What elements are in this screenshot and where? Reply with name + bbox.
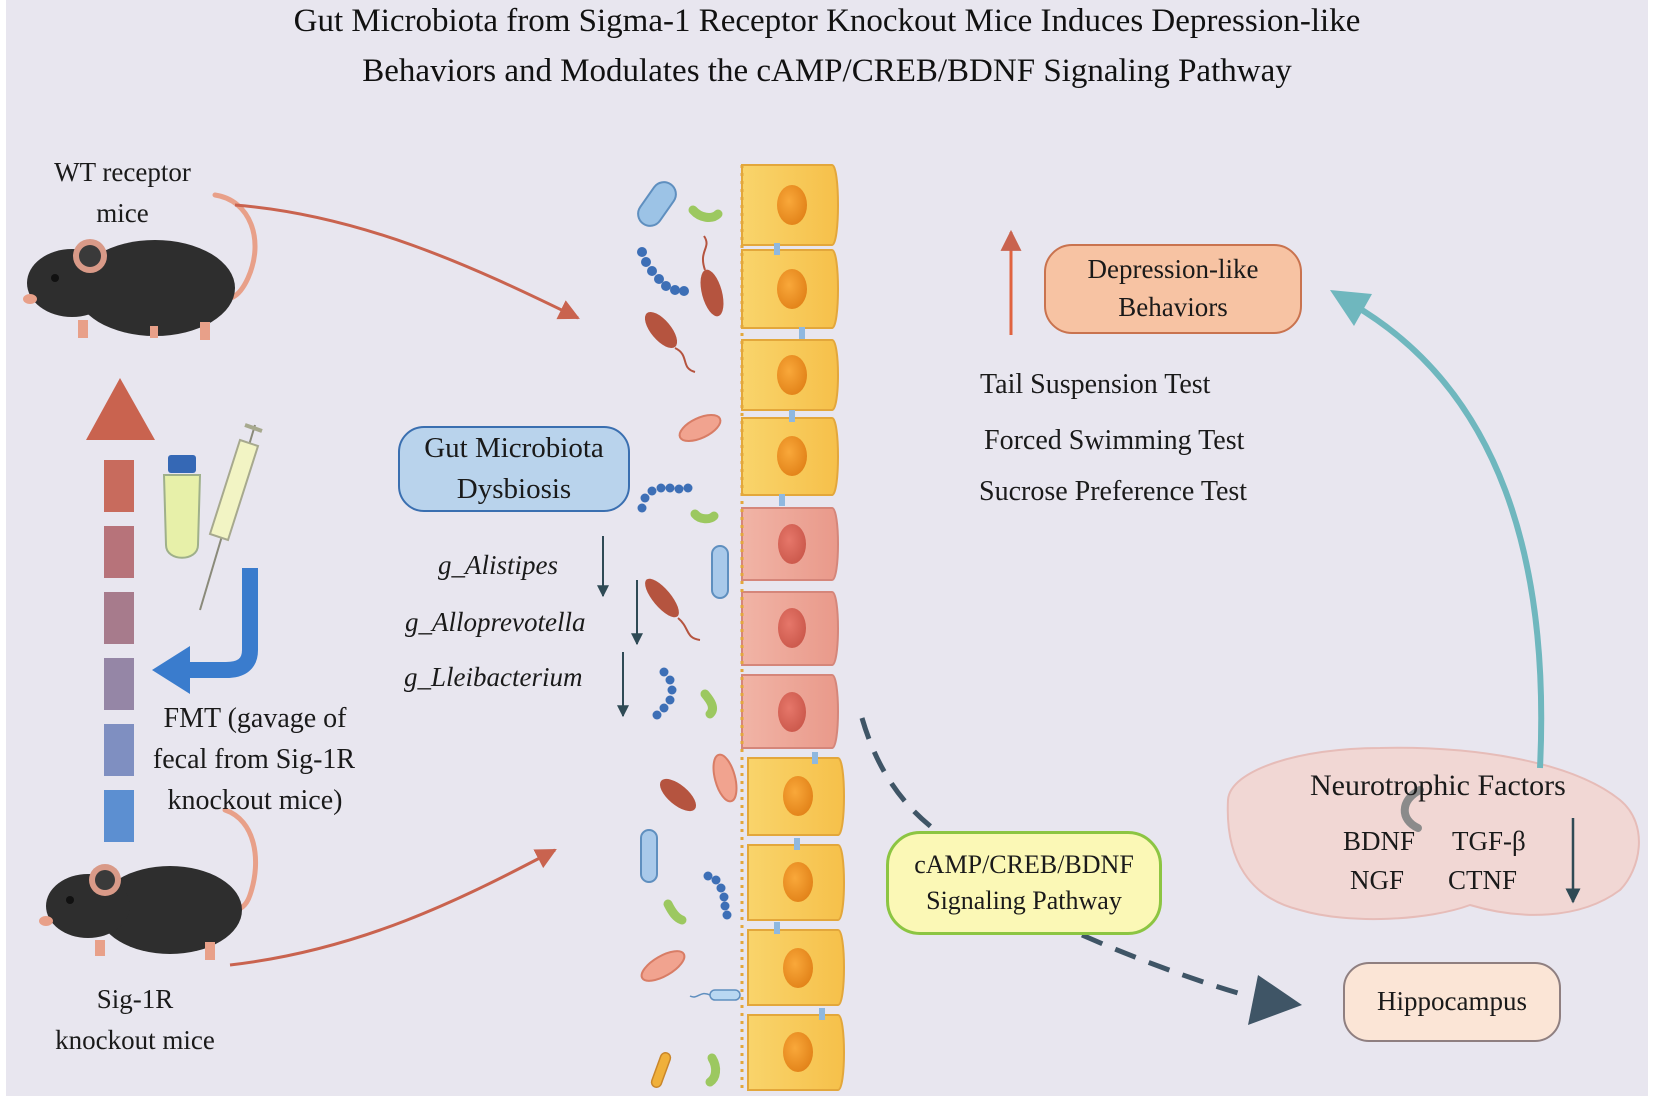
wt-mice-label-line2: mice: [96, 198, 149, 228]
genus-alloprevotella: g_Alloprevotella: [405, 607, 586, 637]
test-forced-swimming: Forced Swimming Test: [984, 425, 1245, 456]
damaged-epithelial-cell: [741, 591, 839, 666]
dysbiosis-label-line1: Gut Microbiota: [424, 432, 604, 465]
syringe-icon: [199, 423, 263, 611]
ko-mice-label-line2: knockout mice: [55, 1025, 215, 1055]
figure-title-line2: Behaviors and Modulates the cAMP/CREB/BD…: [362, 53, 1292, 89]
depression-label-line2: Behaviors: [1118, 292, 1228, 322]
fecal-tube-icon: [162, 455, 202, 559]
brain-icon: [1226, 746, 1640, 921]
wt-to-gut-arrow: [234, 203, 580, 320]
pathway-dashed-arrow-2: [1080, 932, 1249, 999]
wt-mouse-icon: [23, 192, 258, 340]
intestinal-epithelium: [740, 164, 845, 1091]
factor-tgf-beta: TGF-β: [1452, 826, 1526, 856]
epithelial-cell: [747, 757, 845, 836]
epithelial-cell: [747, 1014, 845, 1091]
dark-arrowhead: [1248, 975, 1302, 1025]
gut-bacteria-icons: [637, 181, 741, 1088]
ko-to-gut-arrow: [229, 848, 557, 967]
epithelial-cell: [741, 417, 839, 496]
dysbiosis-label-line2: Dysbiosis: [456, 473, 572, 505]
pathway-box: cAMP/CREB/BDNF Signaling Pathway: [886, 831, 1162, 935]
genus-lleibacterium: g_Lleibacterium: [404, 662, 583, 692]
fmt-label-line1: FMT (gavage of: [163, 703, 347, 734]
epithelial-cell: [741, 339, 839, 411]
depression-label-line1: Depression-like: [1087, 254, 1259, 285]
fmt-label-line2: fecal from Sig-1R: [152, 744, 356, 775]
fmt-arrowhead: [152, 646, 190, 694]
factor-ctnf: CTNF: [1448, 865, 1518, 895]
pathway-dashed-arrow: [859, 717, 937, 832]
hippocampus-label: Hippocampus: [1377, 986, 1527, 1017]
damaged-epithelial-cell: [741, 507, 839, 581]
hippocampus-shape: [1400, 786, 1424, 832]
epithelial-cell: [741, 164, 839, 246]
epithelial-cell: [741, 249, 839, 329]
factor-bdnf: BDNF: [1343, 826, 1416, 856]
hippocampus-box: Hippocampus: [1343, 962, 1561, 1042]
epithelial-cell: [747, 929, 845, 1006]
fmt-curved-arrow: [185, 568, 258, 678]
test-sucrose-preference: Sucrose Preference Test: [979, 476, 1248, 507]
knockout-mouse-icon: [39, 807, 258, 960]
genus-alistipes: g_Alistipes: [438, 550, 558, 580]
fmt-gradient-arrow: [86, 378, 155, 842]
test-tail-suspension: Tail Suspension Test: [980, 369, 1211, 400]
ko-mice-label-line1: Sig-1R: [96, 984, 174, 1014]
fmt-label-line3: knockout mice): [167, 785, 343, 816]
damaged-epithelial-cell: [741, 674, 839, 749]
neurotrophic-title: Neurotrophic Factors: [1310, 769, 1566, 802]
neuro-to-behavior-arrow: [1350, 301, 1545, 769]
teal-arrowhead: [1330, 290, 1372, 326]
pathway-label-line2: Signaling Pathway: [926, 886, 1122, 915]
pathway-label-line1: cAMP/CREB/BDNF: [914, 849, 1134, 879]
wt-mice-label-line1: WT receptor: [54, 157, 191, 187]
depression-box: Depression-like Behaviors: [1044, 244, 1302, 334]
dysbiosis-box: Gut Microbiota Dysbiosis: [398, 426, 630, 512]
epithelial-cell: [747, 844, 845, 921]
figure-title-line1: Gut Microbiota from Sigma-1 Receptor Kno…: [293, 3, 1361, 39]
factor-ngf: NGF: [1350, 865, 1405, 895]
